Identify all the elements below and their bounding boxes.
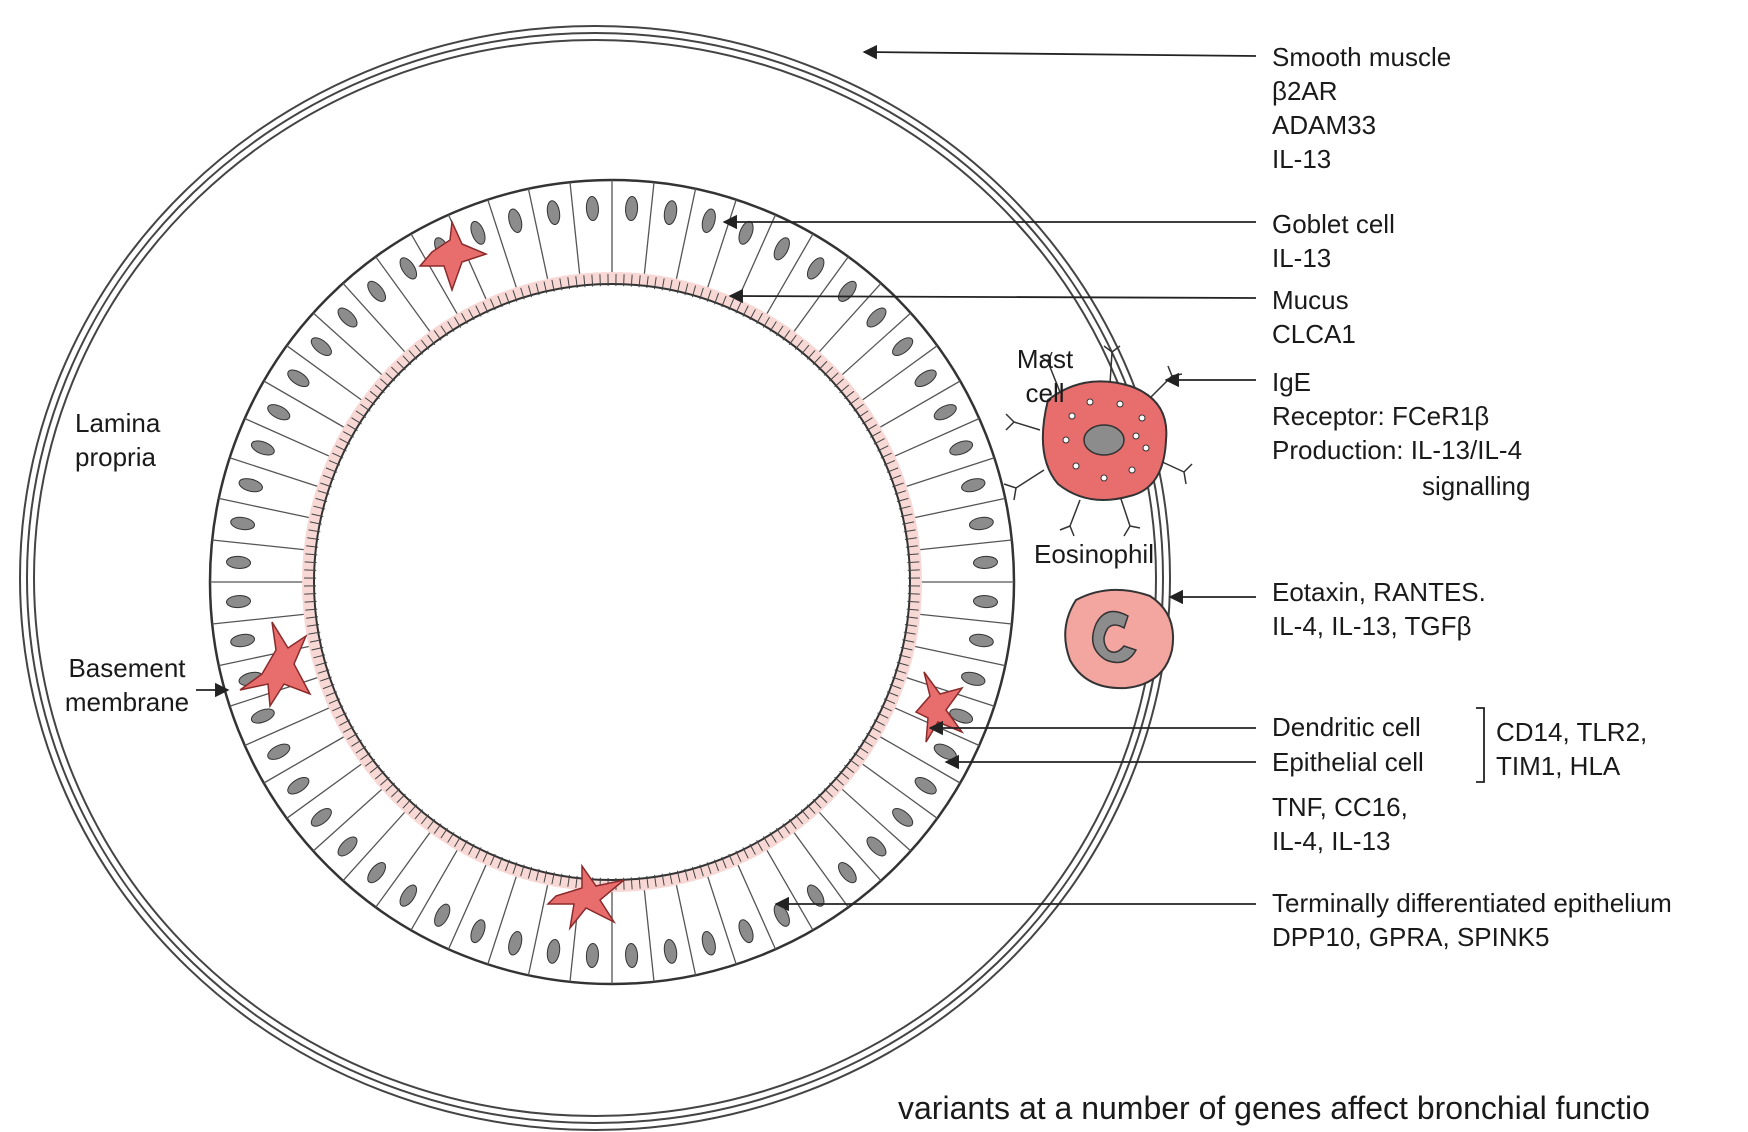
label-eotaxin-line2: IL-4, IL-13, TGFβ bbox=[1272, 609, 1486, 643]
label-terminal-line1: Terminally differentiated epithelium bbox=[1272, 886, 1672, 920]
label-terminal-line2: DPP10, GPRA, SPINK5 bbox=[1272, 920, 1672, 954]
label-cd14-line1: CD14, TLR2, bbox=[1496, 715, 1647, 749]
label-clca1: CLCA1 bbox=[1272, 317, 1356, 351]
label-b2ar: β2AR bbox=[1272, 74, 1451, 108]
bracket bbox=[1476, 708, 1484, 782]
label-tnf-line1: TNF, CC16, bbox=[1272, 790, 1408, 824]
label-il13-goblet: IL-13 bbox=[1272, 241, 1395, 275]
label-ige-receptor: Receptor: FCeR1β bbox=[1272, 399, 1522, 433]
eosinophil-cell bbox=[1065, 590, 1173, 688]
label-cd14-line2: TIM1, HLA bbox=[1496, 749, 1647, 783]
caption-text: variants at a number of genes affect bro… bbox=[898, 1090, 1650, 1127]
label-goblet-title: Goblet cell bbox=[1272, 207, 1395, 241]
arrow-smooth-muscle bbox=[864, 52, 1256, 56]
label-lamina-propria: Lamina propria bbox=[75, 406, 160, 474]
label-tnf-line2: IL-4, IL-13 bbox=[1272, 824, 1408, 858]
label-adam33: ADAM33 bbox=[1272, 108, 1451, 142]
label-ige: IgE Receptor: FCeR1β Production: IL-13/I… bbox=[1272, 365, 1522, 467]
label-basement-line1: Basement bbox=[52, 651, 202, 685]
label-epithelial-cell: Epithelial cell bbox=[1272, 745, 1424, 779]
label-ige-production: Production: IL-13/IL-4 bbox=[1272, 433, 1522, 467]
label-eotaxin: Eotaxin, RANTES. IL-4, IL-13, TGFβ bbox=[1272, 575, 1486, 643]
label-basement-membrane: Basement membrane bbox=[52, 651, 202, 719]
label-lamina-line2: propria bbox=[75, 440, 160, 474]
label-mast-line1: Mast bbox=[1002, 342, 1088, 376]
label-smooth-muscle: Smooth muscle β2AR ADAM33 IL-13 bbox=[1272, 40, 1451, 176]
label-mucus-title: Mucus bbox=[1272, 283, 1356, 317]
label-terminal-epithelium: Terminally differentiated epithelium DPP… bbox=[1272, 886, 1672, 954]
label-eosinophil: Eosinophil bbox=[1034, 537, 1154, 571]
label-lamina-line1: Lamina bbox=[75, 406, 160, 440]
label-cd14-group: CD14, TLR2, TIM1, HLA bbox=[1496, 715, 1647, 783]
epithelium-ring bbox=[210, 180, 1014, 984]
label-mast-cell: Mast cell bbox=[1002, 342, 1088, 410]
label-goblet-cell: Goblet cell IL-13 bbox=[1272, 207, 1395, 275]
label-dendritic-cell: Dendritic cell bbox=[1272, 710, 1421, 744]
label-tnf: TNF, CC16, IL-4, IL-13 bbox=[1272, 790, 1408, 858]
label-mast-line2: cell bbox=[1002, 376, 1088, 410]
label-basement-line2: membrane bbox=[52, 685, 202, 719]
label-eotaxin-line1: Eotaxin, RANTES. bbox=[1272, 575, 1486, 609]
label-ige-title: IgE bbox=[1272, 365, 1522, 399]
label-ige-signalling: signalling bbox=[1422, 469, 1530, 503]
label-mucus: Mucus CLCA1 bbox=[1272, 283, 1356, 351]
label-smooth-muscle-title: Smooth muscle bbox=[1272, 40, 1451, 74]
label-il13-muscle: IL-13 bbox=[1272, 142, 1451, 176]
